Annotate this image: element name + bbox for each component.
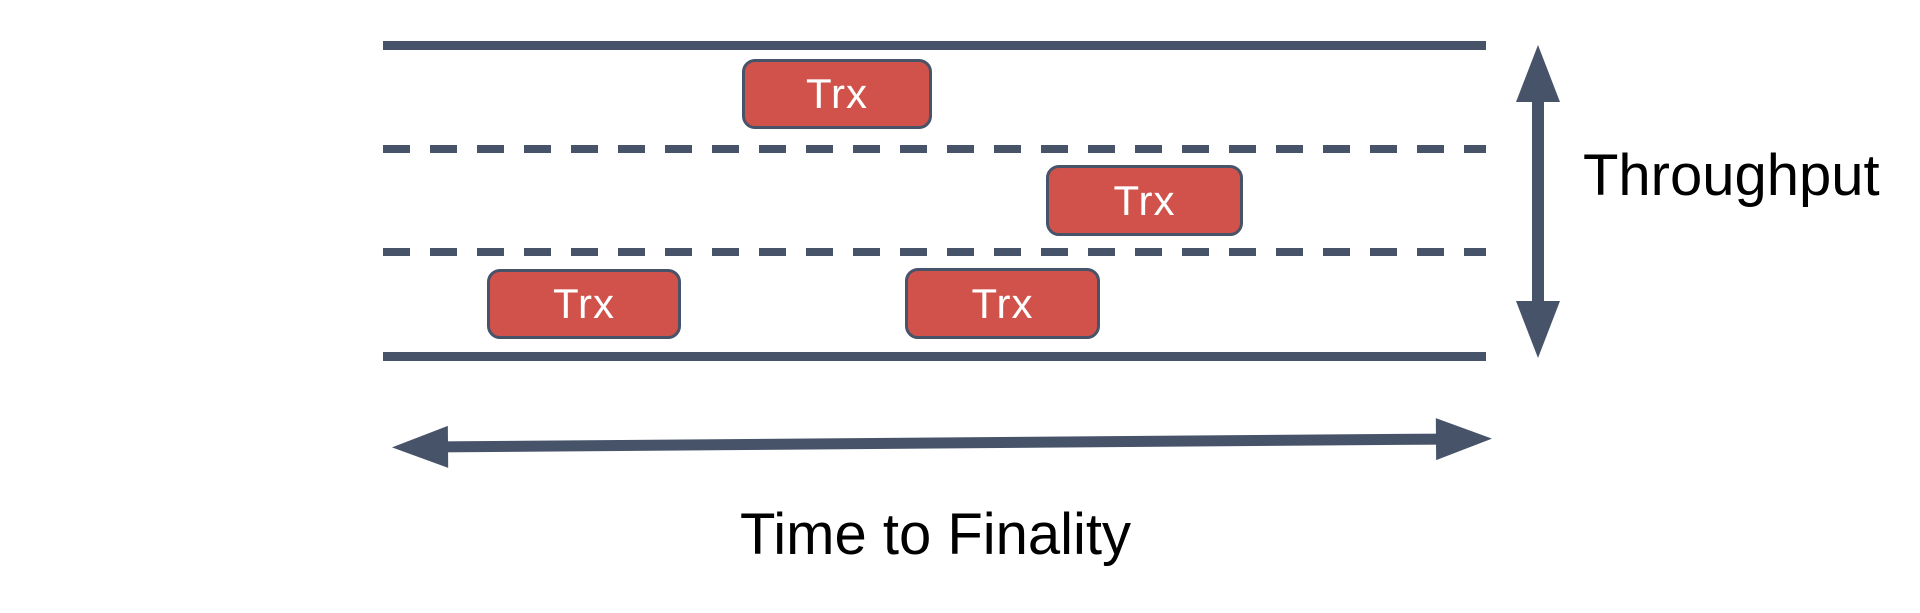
transaction-label: Trx: [971, 279, 1034, 327]
road-bottom-line: [383, 352, 1486, 361]
time-to-finality-label: Time to Finality: [740, 502, 1132, 567]
lane-divider-dashed-2: [383, 248, 1486, 256]
transaction-box: Trx: [1046, 165, 1243, 236]
transaction-label: Trx: [1113, 176, 1176, 224]
throughput-double-arrow-icon: [1516, 45, 1560, 358]
road-top-line: [383, 41, 1486, 50]
transaction-box: Trx: [742, 59, 932, 129]
transaction-label: Trx: [805, 70, 869, 117]
transaction-box: Trx: [905, 268, 1100, 339]
lane-divider-dashed-1: [383, 145, 1486, 153]
throughput-label: Throughput: [1583, 143, 1880, 208]
transaction-label: Trx: [552, 280, 616, 327]
transaction-box: Trx: [487, 269, 681, 339]
time-axis-double-arrow-icon: [392, 418, 1492, 468]
